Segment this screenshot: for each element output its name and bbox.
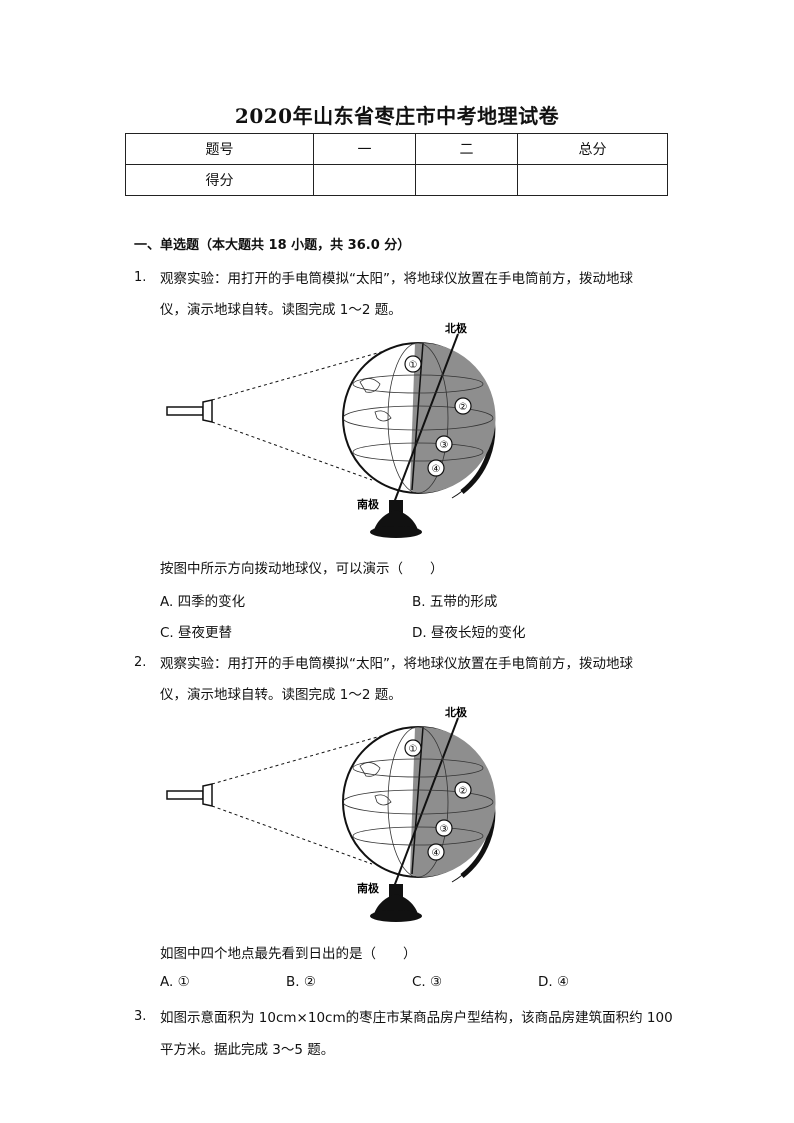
globe-figure: 北极 南极 ① ② ③ ④ [166, 322, 496, 538]
marker-1: ① [409, 744, 418, 755]
score-header-cell: 二 [415, 133, 518, 165]
flashlight-icon [166, 783, 213, 807]
question-prompt: 如图中四个地点最先看到日出的是（ ） [160, 946, 417, 962]
option-b[interactable]: B. ② [286, 974, 316, 990]
option-c[interactable]: C. 昼夜更替 [160, 625, 233, 641]
page-title: 2020年山东省枣庄市中考地理试卷 [234, 104, 560, 128]
globe-icon: 北极 南极 ① ② ③ ④ [342, 322, 496, 538]
marker-4: ④ [432, 848, 441, 859]
option-c[interactable]: C. ③ [412, 974, 443, 990]
question-stem-line: 仪，演示地球自转。读图完成 1～2 题。 [160, 302, 402, 318]
score-table-header-row: 题号 一 二 总分 [125, 133, 668, 165]
score-header-cell: 总分 [517, 133, 668, 165]
question-stem-line: 仪，演示地球自转。读图完成 1～2 题。 [160, 687, 402, 703]
score-cell[interactable] [313, 164, 416, 196]
marker-1: ① [409, 360, 418, 371]
light-ray-upper [211, 733, 389, 785]
option-d[interactable]: D. 昼夜长短的变化 [412, 625, 526, 641]
score-header-cell: 一 [313, 133, 416, 165]
score-table: 题号 一 二 总分 得分 [125, 133, 668, 196]
light-ray-lower [211, 805, 373, 865]
marker-2: ② [459, 402, 468, 413]
option-b[interactable]: B. 五带的形成 [412, 594, 498, 610]
option-a[interactable]: A. ① [160, 974, 190, 990]
south-pole-label: 南极 [357, 497, 380, 511]
score-header-cell: 题号 [125, 133, 314, 165]
question-stem-line: 观察实验：用打开的手电筒模拟“太阳”，将地球仪放置在手电筒前方，拨动地球 [160, 656, 633, 672]
globe-figure: 北极 南极 ① ② ③ ④ [166, 706, 496, 922]
light-ray-upper [211, 349, 389, 401]
north-pole-label: 北极 [445, 322, 468, 335]
question-number: 3. [134, 1009, 147, 1024]
flashlight-icon [166, 399, 213, 423]
question-number: 2. [134, 655, 147, 670]
question-stem-line: 如图示意面积为 10cm×10cm的枣庄市某商品房户型结构，该商品房建筑面积约 … [160, 1010, 673, 1026]
marker-3: ③ [440, 824, 449, 835]
score-row-label: 得分 [125, 164, 314, 196]
light-ray-lower [211, 421, 373, 481]
marker-3: ③ [440, 440, 449, 451]
north-pole-label: 北极 [445, 706, 468, 719]
score-cell[interactable] [517, 164, 668, 196]
marker-2: ② [459, 786, 468, 797]
score-table-score-row: 得分 [125, 164, 668, 196]
question-prompt: 按图中所示方向拨动地球仪，可以演示（ ） [160, 561, 444, 577]
question-stem-line: 观察实验：用打开的手电筒模拟“太阳”，将地球仪放置在手电筒前方，拨动地球 [160, 271, 633, 287]
south-pole-label: 南极 [357, 881, 380, 895]
question-number: 1. [134, 270, 147, 285]
marker-4: ④ [432, 464, 441, 475]
score-cell[interactable] [415, 164, 518, 196]
globe-icon: 北极 南极 ① ② ③ ④ [342, 706, 496, 922]
section-heading: 一、单选题（本大题共 18 小题，共 36.0 分） [134, 238, 411, 253]
option-a[interactable]: A. 四季的变化 [160, 594, 246, 610]
option-d[interactable]: D. ④ [538, 974, 570, 990]
question-stem-line: 平方米。据此完成 3～5 题。 [160, 1042, 335, 1058]
